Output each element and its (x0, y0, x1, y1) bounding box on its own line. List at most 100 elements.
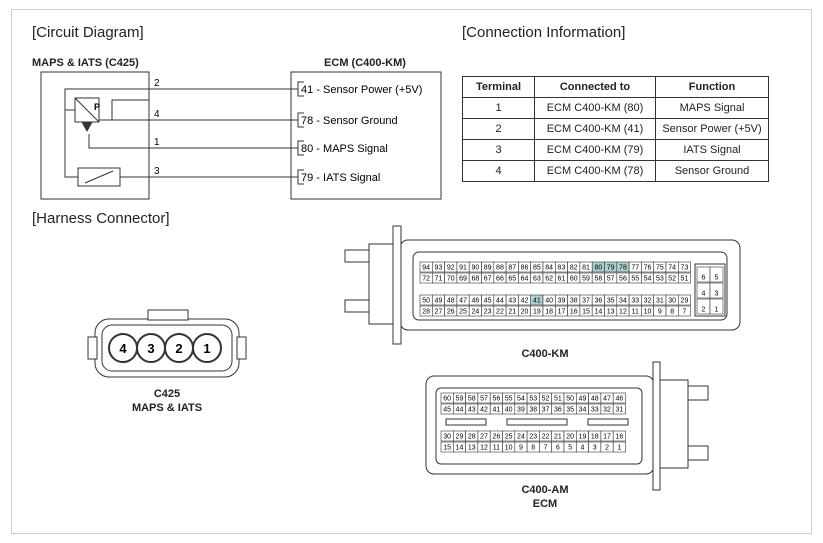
pin-number: 28 (468, 434, 476, 441)
pin-number: 40 (545, 298, 553, 305)
pin-number: 51 (554, 396, 562, 403)
ecm-terminal-label: 79 - IATS Signal (301, 172, 380, 184)
pin-number: 94 (422, 265, 430, 272)
ecm-bracket (297, 140, 304, 156)
c400km-clip (344, 249, 370, 263)
pin-number: 90 (471, 265, 479, 272)
pin-number: 35 (566, 407, 574, 414)
pin-number: 4 (702, 291, 706, 298)
pin-cell (709, 298, 724, 315)
pin-number: 60 (570, 276, 578, 283)
table-cell: ECM C400-KM (80) (534, 97, 656, 119)
pin-number: 14 (594, 309, 602, 316)
pin-number: 39 (517, 407, 525, 414)
table-header: Connected to (534, 76, 656, 98)
pin-number: 81 (582, 265, 590, 272)
ecm-terminal-label: 41 - Sensor Power (+5V) (301, 84, 422, 96)
pin-number: 6 (556, 445, 560, 452)
pin-number: 11 (632, 309, 639, 316)
table-cell: 3 (462, 139, 535, 161)
pin-number: 54 (517, 396, 525, 403)
pin-number: 68 (471, 276, 479, 283)
pin-number: 15 (443, 445, 451, 452)
pin-number: 7 (544, 445, 548, 452)
pin-number: 76 (644, 265, 652, 272)
pin-number: 16 (570, 309, 578, 316)
sensor-label: MAPS & IATS (C425) (32, 57, 139, 69)
pin-number: 87 (508, 265, 516, 272)
pin-number: 53 (656, 276, 664, 283)
pin-number: 1 (715, 307, 719, 314)
table-cell: IATS Signal (655, 139, 769, 161)
connection-information-heading: [Connection Information] (462, 24, 626, 41)
pin-cell (612, 441, 626, 453)
pin-number: 8 (670, 309, 674, 316)
pin-number: 24 (471, 309, 479, 316)
pin-number: 77 (631, 265, 639, 272)
pin-number: 30 (668, 298, 676, 305)
c400km-caption: C400-KM (521, 348, 569, 360)
pin-number: 6 (702, 275, 706, 282)
pin-number: 20 (566, 434, 574, 441)
pin-cell (612, 392, 626, 404)
pin-number: 52 (668, 276, 676, 283)
pin-number: 17 (603, 434, 611, 441)
pin-number: 25 (505, 434, 513, 441)
pin-number: 19 (579, 434, 587, 441)
pin-cell (612, 430, 626, 442)
internal-supply-line (64, 88, 149, 178)
pin-number: 25 (459, 309, 467, 316)
c400km-connector (344, 225, 741, 345)
table-cell: ECM C400-KM (79) (534, 139, 656, 161)
pin-number: 16 (615, 434, 623, 441)
pin-number: 26 (492, 434, 500, 441)
pin-number: 46 (615, 396, 623, 403)
pin-number: 9 (658, 309, 662, 316)
pin-number: 42 (521, 298, 529, 305)
pin-number: 26 (447, 309, 455, 316)
pin-number: 41 (492, 407, 500, 414)
pin-number: 65 (508, 276, 516, 283)
c425-pin-label: 2 (175, 341, 182, 356)
pin-number: 78 (619, 265, 627, 272)
pin-number: 52 (542, 396, 550, 403)
pin-number: 84 (545, 265, 553, 272)
pin-number: 41 (533, 298, 541, 305)
table-header: Terminal (462, 76, 535, 98)
pin-number: 23 (529, 434, 537, 441)
c425-pin-label: 1 (203, 341, 210, 356)
ecm-box (290, 71, 442, 200)
table-cell: 2 (462, 118, 535, 140)
table-row: 3 ECM C400-KM (79) IATS Signal (462, 139, 769, 161)
wire-pin-number: 3 (154, 166, 160, 177)
c425-latch (147, 309, 189, 321)
pin-number: 18 (545, 309, 553, 316)
pin-number: 56 (492, 396, 500, 403)
pin-number: 37 (542, 407, 550, 414)
pin-number: 34 (619, 298, 627, 305)
pin-number: 24 (517, 434, 525, 441)
pin-number: 34 (579, 407, 587, 414)
pin-number: 12 (619, 309, 627, 316)
pin-number: 88 (496, 265, 504, 272)
internal-signal-line (88, 134, 149, 149)
pin-number: 10 (644, 309, 652, 316)
pin-number: 66 (496, 276, 504, 283)
pin-number: 13 (607, 309, 615, 316)
pin-number: 21 (554, 434, 562, 441)
c400km-clip (344, 299, 370, 313)
pin-number: 27 (480, 434, 488, 441)
pin-number: 44 (456, 407, 464, 414)
c400km-flange (392, 225, 402, 345)
pin-number: 12 (480, 445, 488, 452)
pin-number: 45 (443, 407, 451, 414)
pin-number: 64 (521, 276, 529, 283)
pin-number: 59 (456, 396, 464, 403)
pin-number: 36 (594, 298, 602, 305)
pin-number: 19 (533, 309, 541, 316)
table-cell: ECM C400-KM (78) (534, 160, 656, 182)
wire-pin-number: 1 (154, 137, 160, 148)
ecm-terminal-label: 78 - Sensor Ground (301, 115, 398, 127)
pin-number: 74 (668, 265, 676, 272)
